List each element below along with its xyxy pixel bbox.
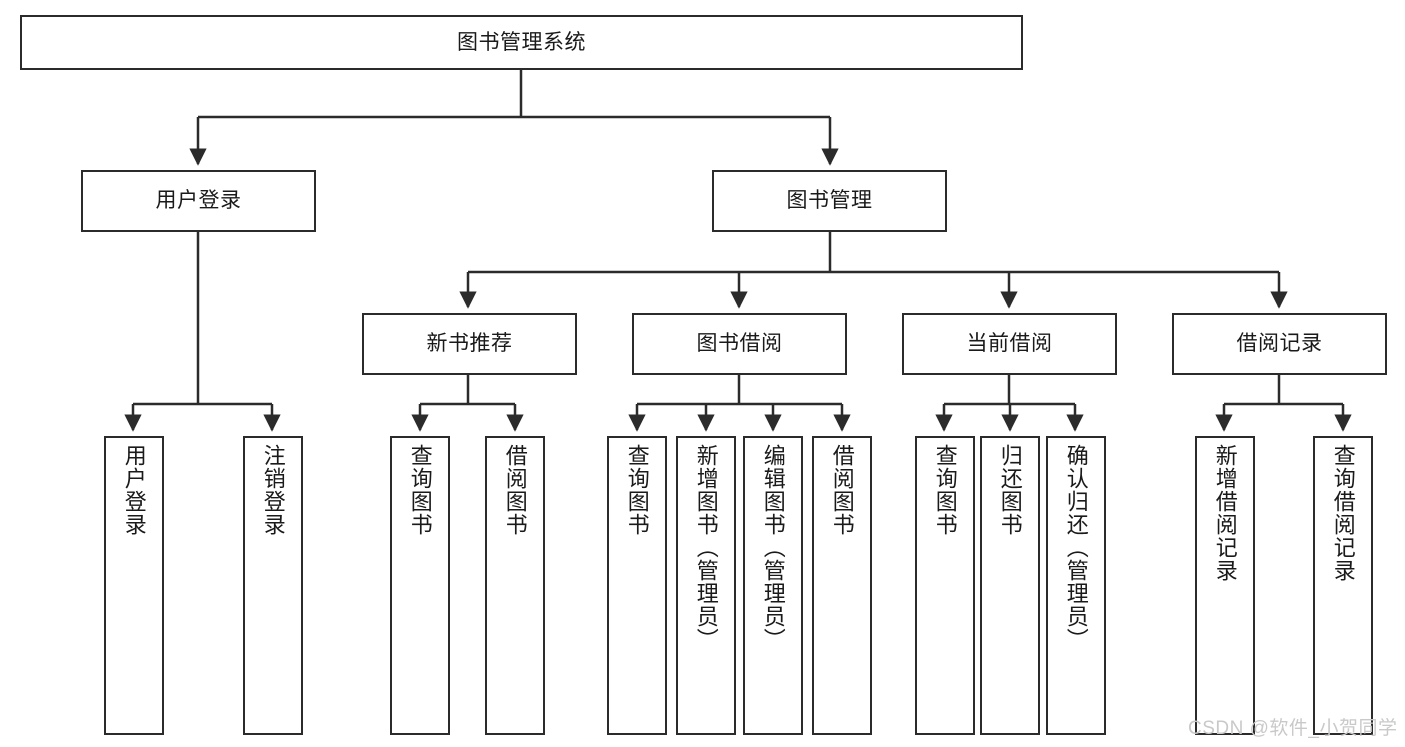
leaf-new-book-recommend-1[interactable]: 借阅图书 [485,436,545,735]
leaf-book-borrow-0[interactable]: 查询图书 [607,436,667,735]
node-label: 查询借阅记录 [1330,444,1356,582]
node-user-login[interactable]: 用户登录 [81,170,316,232]
node-label: 借阅图书 [829,444,855,536]
node-label: 用户登录 [155,189,242,213]
leaf-book-borrow-1[interactable]: 新增图书（管理员） [676,436,736,735]
leaf-book-borrow-2[interactable]: 编辑图书（管理员） [743,436,803,735]
leaf-book-borrow-3[interactable]: 借阅图书 [812,436,872,735]
leaf-current-borrow-1[interactable]: 归还图书 [980,436,1040,735]
node-label: 新增图书（管理员） [693,444,719,651]
node-label: 借阅图书 [502,444,528,536]
leaf-new-book-recommend-0[interactable]: 查询图书 [390,436,450,735]
leaf-user-login-1[interactable]: 注销登录 [243,436,303,735]
node-book-borrow[interactable]: 图书借阅 [632,313,847,375]
node-label: 确认归还（管理员） [1063,444,1089,651]
node-label: 借阅记录 [1236,332,1323,356]
leaf-borrow-record-0[interactable]: 新增借阅记录 [1195,436,1255,735]
node-label: 查询图书 [407,444,433,536]
node-label: 查询图书 [624,444,650,536]
node-label: 归还图书 [997,444,1023,536]
node-label: 查询图书 [932,444,958,536]
node-label: 新增借阅记录 [1212,444,1238,582]
node-label: 当前借阅 [966,332,1053,356]
leaf-current-borrow-2[interactable]: 确认归还（管理员） [1046,436,1106,735]
node-current-borrow[interactable]: 当前借阅 [902,313,1117,375]
node-label: 图书借阅 [696,332,783,356]
node-label: 用户登录 [121,444,147,536]
leaf-user-login-0[interactable]: 用户登录 [104,436,164,735]
leaf-borrow-record-1[interactable]: 查询借阅记录 [1313,436,1373,735]
csdn-watermark: CSDN @软件_小贺同学 [1188,718,1398,739]
node-book-management[interactable]: 图书管理 [712,170,947,232]
node-new-book-recommend[interactable]: 新书推荐 [362,313,577,375]
node-root-system[interactable]: 图书管理系统 [20,15,1023,70]
node-label: 图书管理系统 [457,30,586,54]
node-label: 图书管理 [786,189,873,213]
node-borrow-record[interactable]: 借阅记录 [1172,313,1387,375]
node-label: 注销登录 [260,444,286,536]
node-label: 编辑图书（管理员） [760,444,786,651]
node-label: 新书推荐 [426,332,513,356]
leaf-current-borrow-0[interactable]: 查询图书 [915,436,975,735]
